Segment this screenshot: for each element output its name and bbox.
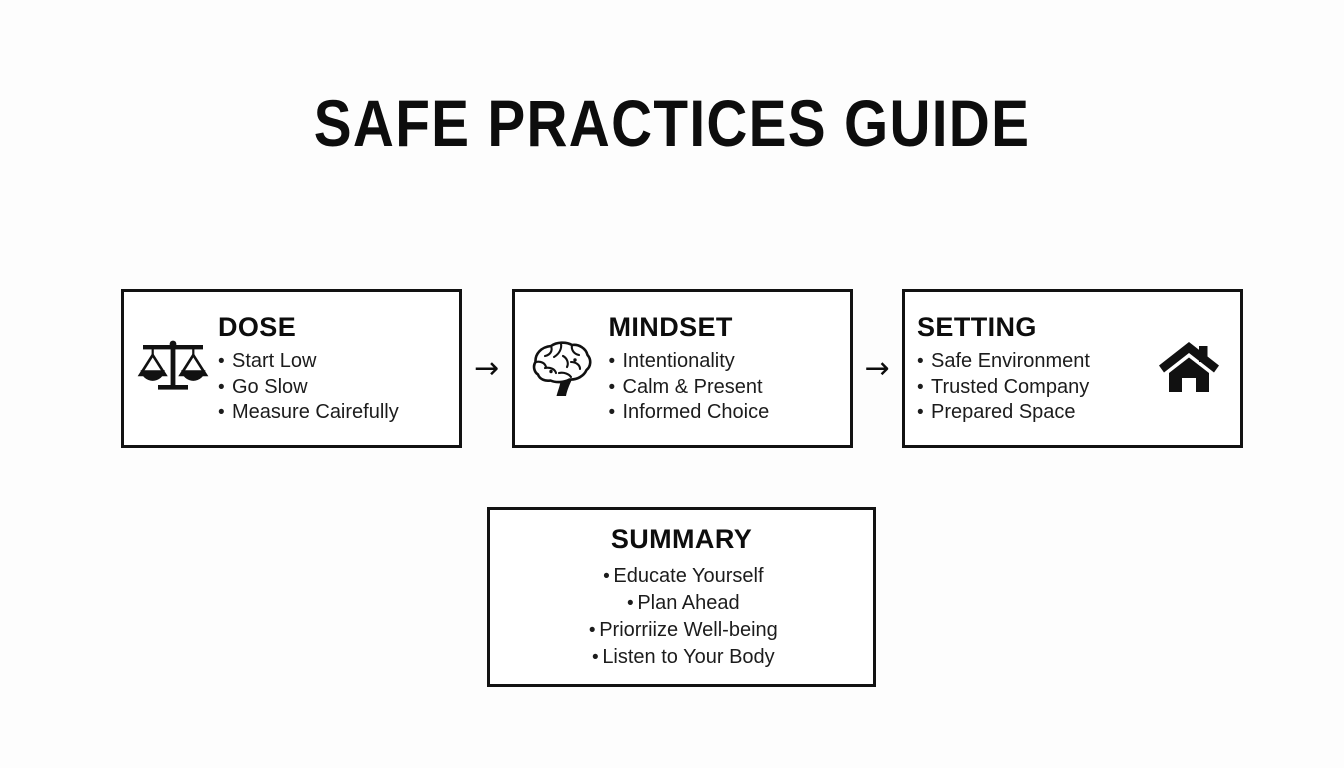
list-item: Informed Choice [609,400,838,426]
process-box-setting: SETTING Safe Environment Trusted Company… [902,289,1243,448]
process-box-dose: DOSE Start Low Go Slow Measure Cairefull… [121,289,462,448]
box-heading-summary: SUMMARY [610,524,753,554]
bullet-list-mindset: Intentionality Calm & Present Informed C… [609,349,838,426]
scales-icon [136,332,210,406]
list-item: Safe Environment [917,349,1148,375]
brain-icon [527,332,601,406]
process-box-body: SETTING Safe Environment Trusted Company… [917,311,1152,426]
arrow-connector-2: → [864,350,890,386]
process-flow: DOSE Start Low Go Slow Measure Cairefull… [121,289,1243,448]
list-item: Intentionality [609,349,838,375]
list-item: Start Low [218,349,447,375]
bullet-list-dose: Start Low Go Slow Measure Cairefully [218,349,447,426]
list-item: Listen to Your Body [585,644,778,671]
page-title: SAFE PRACTICES GUIDE [313,86,1031,160]
box-heading-setting: SETTING [917,312,1037,343]
list-item: Educate Yourself [585,563,778,590]
list-item: Plan Ahead [585,590,778,617]
house-icon [1152,332,1226,406]
arrow-connector-1: → [474,350,500,386]
list-item: Trusted Company [917,375,1148,401]
process-box-mindset: MINDSET Intentionality Calm & Present In… [511,289,853,448]
process-box-body: MINDSET Intentionality Calm & Present In… [601,311,838,426]
list-item: Go Slow [218,375,447,401]
bullet-list-setting: Safe Environment Trusted Company Prepare… [917,349,1148,426]
process-box-body: DOSE Start Low Go Slow Measure Cairefull… [210,311,447,426]
summary-box: SUMMARY Educate Yourself Plan Ahead Prio… [487,507,876,687]
box-heading-dose: DOSE [218,312,297,343]
list-item: Measure Cairefully [218,400,447,426]
list-item: Prepared Space [917,400,1148,426]
list-item: Priorriize Well-being [585,617,778,644]
bullet-list-summary: Educate Yourself Plan Ahead Priorriize W… [585,563,778,671]
list-item: Calm & Present [609,375,838,401]
box-heading-mindset: MINDSET [608,312,733,343]
